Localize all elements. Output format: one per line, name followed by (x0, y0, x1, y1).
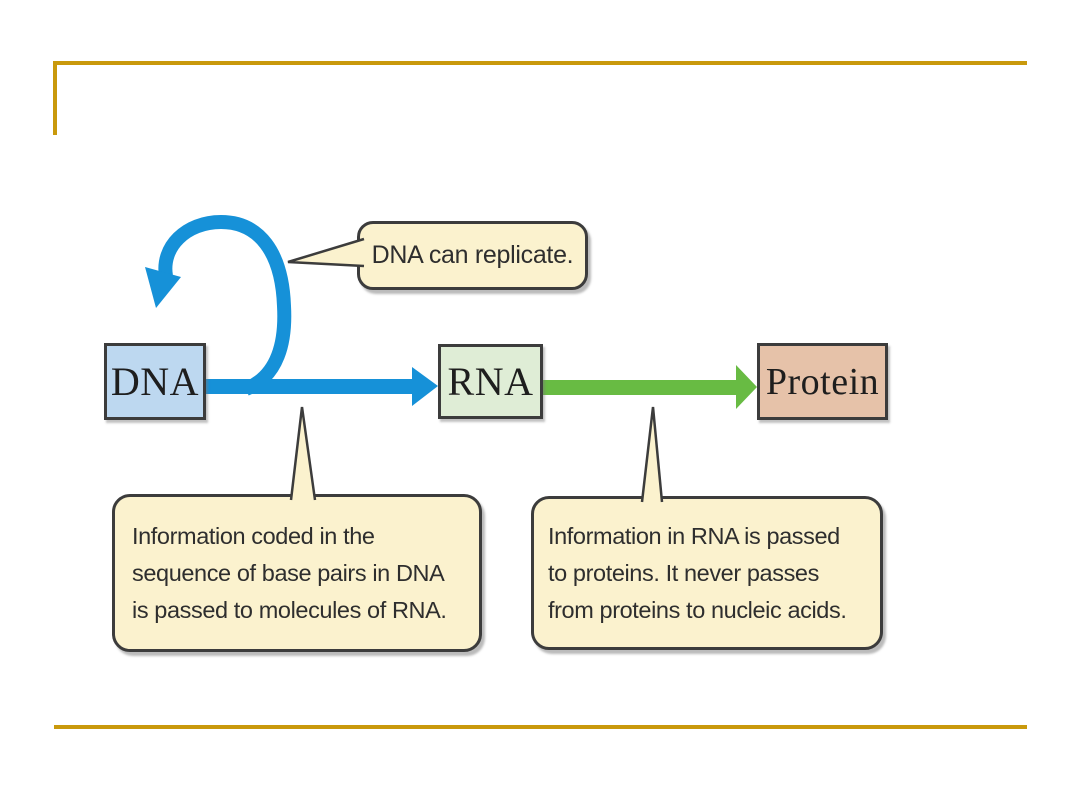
top-accent-line (54, 61, 1027, 65)
dna-to-rna-arrow-shaft (204, 379, 412, 394)
rna-to-protein-arrow-shaft (542, 380, 736, 395)
callout-dna-can-replicate-text: DNA can replicate. (371, 241, 574, 269)
rna-to-protein-arrowhead-icon (736, 365, 757, 409)
dna-to-rna-arrowhead-icon (412, 367, 438, 406)
dna-box: DNA (104, 343, 206, 420)
left-accent-stub-line (53, 61, 57, 135)
callout-translation-line-3: from proteins to nucleic acids. (548, 596, 847, 623)
callout-transcription-line-3: is passed to molecules of RNA. (132, 596, 447, 623)
rna-box: RNA (438, 344, 543, 419)
dna-label: DNA (110, 359, 200, 404)
callout-transcription-line-2: sequence of base pairs in DNA (132, 559, 445, 586)
callout-dna-can-replicate: DNA can replicate. (357, 221, 588, 290)
callout-translation-line-1: Information in RNA is passed (548, 522, 840, 549)
replication-loop-arrowhead-icon (145, 267, 181, 308)
callout-translation: Information in RNA is passed to proteins… (531, 496, 883, 650)
callout-transcription: Information coded in the sequence of bas… (112, 494, 482, 652)
bottom-accent-line (54, 725, 1027, 729)
rna-label: RNA (447, 359, 534, 404)
callout-transcription-line-1: Information coded in the (132, 522, 375, 549)
replication-loop-arrow (158, 214, 292, 396)
protein-box: Protein (757, 343, 888, 420)
callout-translation-line-2: to proteins. It never passes (548, 559, 819, 586)
protein-label: Protein (765, 360, 880, 403)
